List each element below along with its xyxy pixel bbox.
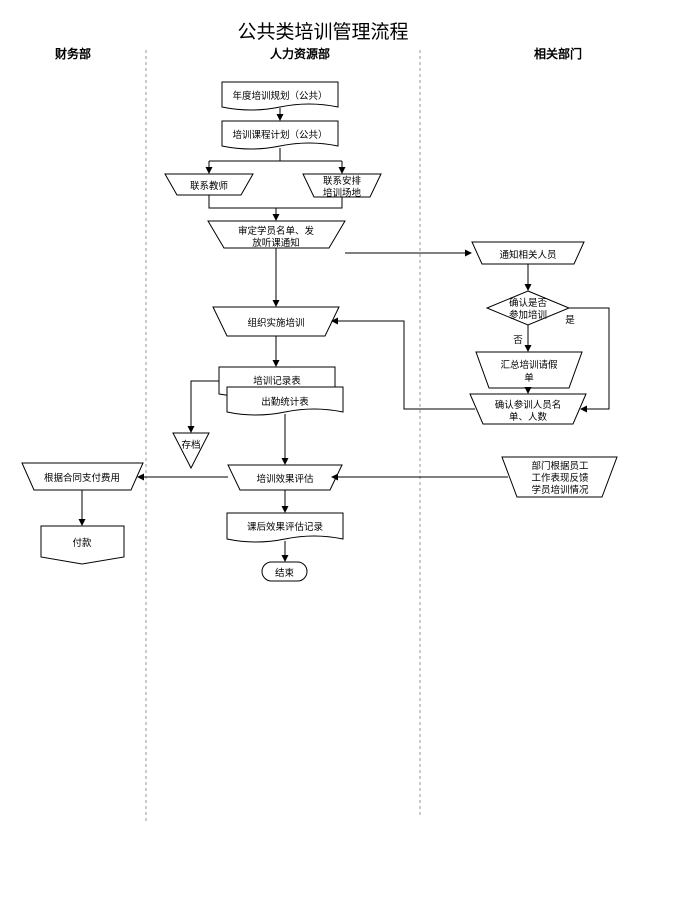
node-summarize-leave: 汇总培训请假 单 [475,351,583,389]
node-annual-plan: 年度培训规划（公共） [221,81,339,111]
node-after-eval-record: 课后效果评估记录 [226,512,344,543]
node-confirm-count: 确认参训人员名 单、人数 [469,393,587,425]
node-annual-plan-label: 年度培训规划（公共） [232,90,327,102]
lane-header-related: 相关部门 [534,46,582,61]
node-training-record-label: 培训记录表 [253,375,301,387]
node-arrange-venue-label-2: 培训场地 [323,187,362,199]
node-approve-list: 审定学员名单、发 放听课通知 [207,220,346,249]
node-organize-training: 组织实施培训 [212,306,340,337]
arrow-course-split [209,148,342,162]
node-confirm-count-label-1: 确认参训人员名 [495,399,562,411]
lane-header-hr: 人力资源部 [270,46,330,61]
node-payment: 付款 [40,525,125,565]
node-archive-label: 存档 [181,439,200,451]
branch-no-label: 否 [513,335,523,346]
branch-yes-label: 是 [565,315,575,326]
node-contact-teacher: 联系教师 [164,173,254,196]
node-arrange-venue: 联系安排 培训场地 [302,173,382,199]
node-approve-list-label-1: 审定学员名单、发 [238,225,315,237]
node-dept-feedback: 部门根据员工 工作表现反馈 学员培训情况 [501,456,618,498]
node-payment-label: 付款 [72,537,92,549]
node-after-eval-record-label: 课后效果评估记录 [247,521,324,533]
node-summarize-leave-label-1: 汇总培训请假 [500,359,558,371]
node-archive: 存档 [172,432,210,470]
node-approve-list-label-2: 放听课通知 [252,237,300,249]
node-effect-eval-label: 培训效果评估 [256,473,314,485]
arrow-teacher-merge [208,195,276,209]
node-pay-by-contract-label: 根据合同支付费用 [44,472,120,484]
node-confirm-attend-label-1: 确认是否 [509,297,548,309]
node-course-plan-label: 培训课程计划（公共） [232,129,327,141]
node-course-plan: 培训课程计划（公共） [221,120,339,150]
node-organize-training-label: 组织实施培训 [247,317,304,329]
node-dept-feedback-label-1: 部门根据员工 [531,460,589,472]
node-notify-staff: 通知相关人员 [471,241,585,265]
node-end-label: 结束 [275,567,295,579]
arrow-yes-to-confirm-count [569,307,610,413]
arrow-record-to-archive [187,380,219,433]
node-summarize-leave-label-2: 单 [524,372,534,384]
node-attendance: 出勤统计表 [226,386,344,416]
node-arrange-venue-label-1: 联系安排 [323,175,362,187]
node-confirm-count-label-2: 单、人数 [509,411,548,423]
node-attendance-label: 出勤统计表 [261,396,309,408]
arrow-count-to-organize [331,317,475,410]
node-confirm-attend: 确认是否 参加培训 [485,290,571,326]
node-dept-feedback-label-2: 工作表现反馈 [531,472,589,484]
node-notify-staff-label: 通知相关人员 [499,249,556,261]
node-pay-by-contract: 根据合同支付费用 [21,462,144,491]
page-title: 公共类培训管理流程 [237,21,408,43]
node-dept-feedback-label-3: 学员培训情况 [531,484,589,496]
arrow-merge-to-approve [272,197,343,221]
node-confirm-attend-label-2: 参加培训 [509,309,547,321]
node-end: 结束 [261,561,308,582]
lane-header-finance: 财务部 [54,46,91,61]
node-contact-teacher-label: 联系教师 [190,180,228,192]
node-effect-eval: 培训效果评估 [227,464,343,491]
